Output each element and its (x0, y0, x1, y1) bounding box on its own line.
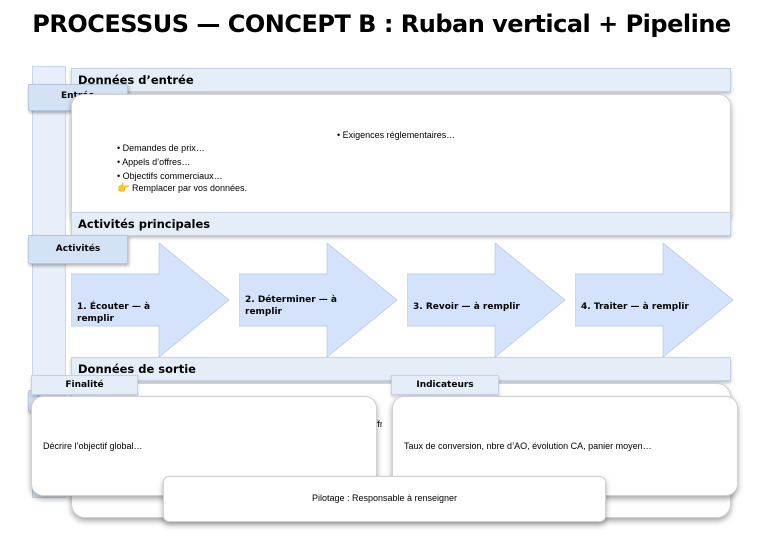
arrow-shape (71, 243, 229, 357)
step-arrow-4[interactable]: 4. Traiter — à remplir (575, 243, 733, 357)
pilotage-text: Pilotage : Responsable à renseigner (311, 493, 458, 503)
page-title: PROCESSUS — CONCEPT B : Ruban vertical +… (32, 10, 731, 38)
entree-hint-text: Remplacer par vos données. (131, 183, 248, 193)
section-header-entree: Données d’entrée (71, 68, 731, 92)
entree-right-bullet: • Exigences réglementaires… (337, 130, 456, 140)
indicateurs-tab[interactable]: Indicateurs (391, 375, 499, 395)
pilotage-card: Pilotage : Responsable à renseigner (163, 476, 606, 522)
step-arrow-1[interactable]: 1. Écouter — à remplir (71, 243, 229, 357)
pointing-hand-icon: 👉 (117, 183, 130, 194)
arrow-shape (407, 243, 565, 357)
arrow-shape (239, 243, 397, 357)
ribbon-tab-activites[interactable]: Activités (28, 235, 128, 264)
finalite-tab[interactable]: Finalité (31, 375, 138, 395)
arrow-shape (575, 243, 733, 357)
step-label-2: 2. Déterminer — à remplir (245, 295, 337, 317)
step-label-1: 1. Écouter — à remplir (77, 302, 151, 324)
entree-bullet-3: • Objectifs commerciaux… (117, 171, 223, 181)
entree-bullet-2: • Appels d’offres… (117, 157, 191, 167)
finalite-text: Décrire l’objectif global… (43, 441, 143, 451)
indicateurs-text: Taux de conversion, nbre d’AO, évolution… (404, 441, 652, 451)
entree-bullet-1: • Demandes de prix… (117, 143, 205, 153)
step-label-3: 3. Revoir — à remplir (413, 302, 520, 312)
step-label-4: 4. Traiter — à remplir (581, 302, 689, 312)
step-arrow-2[interactable]: 2. Déterminer — à remplir (239, 243, 397, 357)
step-arrow-3[interactable]: 3. Revoir — à remplir (407, 243, 565, 357)
section-header-activites: Activités principales (71, 212, 731, 236)
entree-card (71, 94, 731, 222)
entree-hint: 👉 Remplacer par vos données. (117, 183, 247, 194)
